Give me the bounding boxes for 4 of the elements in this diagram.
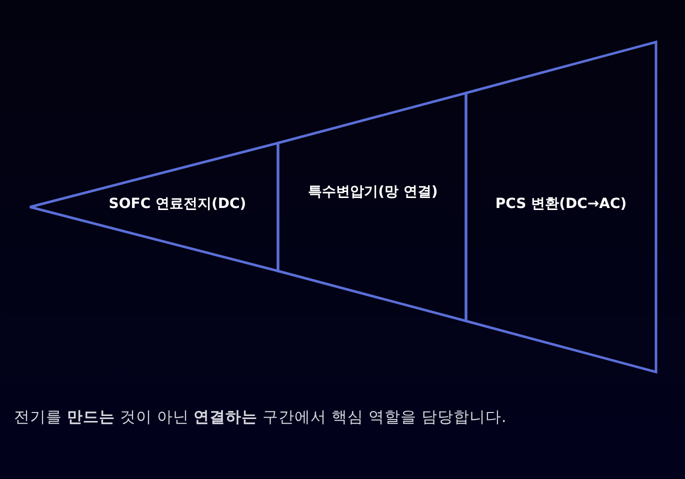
segment-label: 특수변압기(망 연결) [307,183,439,201]
segment-label: PCS 변환(DC→AC) [494,195,628,213]
caption-text: 전기를 만드는 것이 아닌 연결하는 구간에서 핵심 역할을 담당합니다. [14,407,506,428]
segment-label: SOFC 연료전지(DC) [108,195,248,213]
